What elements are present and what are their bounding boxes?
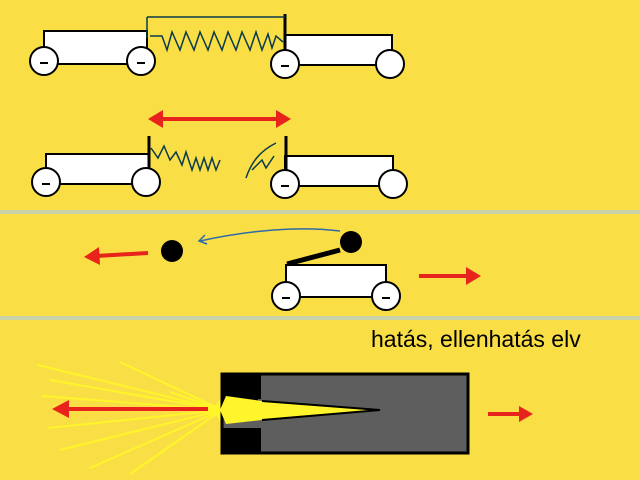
- cart-right-row2: [270, 136, 408, 199]
- arrow-double-row2: [148, 110, 291, 128]
- spring-released: [150, 142, 277, 179]
- catapult-cart: [271, 231, 401, 311]
- arrow-left-exhaust: [52, 400, 208, 418]
- arrow-right-rocket: [488, 406, 533, 422]
- trajectory-line: [197, 228, 341, 245]
- rocket-body: [220, 372, 470, 455]
- cart-left-row1: [29, 30, 156, 76]
- cart-left-row2: [31, 136, 161, 197]
- arrow-left-ball: [84, 247, 149, 265]
- spring-compressed: [146, 16, 285, 53]
- cart-right-row1: [270, 14, 405, 79]
- ball-thrown: [161, 240, 183, 262]
- arrow-right-cart: [419, 267, 481, 285]
- caption-action-reaction: hatás, ellenhatás elv: [371, 326, 581, 352]
